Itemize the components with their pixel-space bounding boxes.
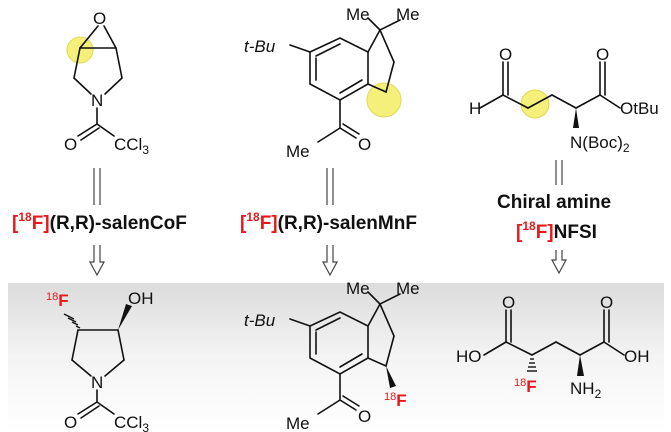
- group-label: OH: [624, 347, 650, 366]
- fluorine-label: 18F: [46, 291, 69, 310]
- product-fluoroindane: t-Bu Me Me 18F Me O: [244, 279, 420, 432]
- atom-label: O: [499, 45, 512, 64]
- group-label: OH: [128, 289, 154, 308]
- fluorine-label: 18F: [384, 391, 407, 410]
- group-label: NH2: [570, 379, 602, 401]
- reaction-arrows: [88, 160, 568, 277]
- product-fluoroglutamic-acid: HO O O OH 18F NH2: [456, 293, 650, 401]
- atom-label: O: [93, 9, 106, 28]
- arrow-head: [321, 245, 339, 277]
- atom-label: CCl3: [114, 135, 149, 157]
- atom-label: O: [358, 135, 371, 154]
- arrow-shaft: [555, 160, 563, 185]
- reagent-label-1: [18F](R,R)-salenCoF: [12, 210, 187, 234]
- arrow-head: [550, 250, 568, 275]
- substrate-indane: t-Bu Me Me Me O: [244, 5, 420, 161]
- group-label: Me: [286, 142, 310, 161]
- group-label: HO: [456, 347, 482, 366]
- highlight-circle: [366, 82, 402, 118]
- atom-label: O: [64, 135, 77, 154]
- reagent-label-3a: Chiral amine: [497, 192, 611, 213]
- atom-label: N: [91, 373, 103, 392]
- atom-label: CCl3: [114, 413, 149, 432]
- group-label: Me: [396, 5, 420, 24]
- product-fluoropyrrolidinol: 18F OH N O CCl3: [46, 289, 154, 432]
- group-label: Me: [396, 279, 420, 298]
- product-panel: [8, 283, 664, 432]
- arrow-shaft: [326, 168, 334, 205]
- fluorine-label: 18F: [514, 377, 537, 396]
- reagent-label-3b: [18F]NFSI: [516, 219, 597, 243]
- group-label: N(Boc)2: [570, 133, 630, 155]
- substrate-aldehyde: H O O OtBu N(Boc)2: [469, 45, 659, 155]
- reagent-label-2: [18F](R,R)-salenMnF: [240, 210, 417, 234]
- substrate-epoxide: O N O CCl3: [64, 9, 149, 157]
- arrow-shaft: [93, 168, 101, 205]
- arrow-head: [88, 245, 106, 277]
- group-label: OtBu: [620, 99, 659, 118]
- atom-label: H: [469, 99, 481, 118]
- group-label: Me: [346, 5, 370, 24]
- atom-label: O: [596, 45, 609, 64]
- group-label: t-Bu: [244, 311, 276, 330]
- group-label: Me: [346, 279, 370, 298]
- atom-label: O: [502, 293, 515, 312]
- atom-label: O: [358, 407, 371, 426]
- atom-label: O: [64, 413, 77, 432]
- atom-label: O: [600, 293, 613, 312]
- group-label: t-Bu: [244, 37, 276, 56]
- group-label: Me: [286, 414, 310, 432]
- atom-label: N: [91, 91, 103, 110]
